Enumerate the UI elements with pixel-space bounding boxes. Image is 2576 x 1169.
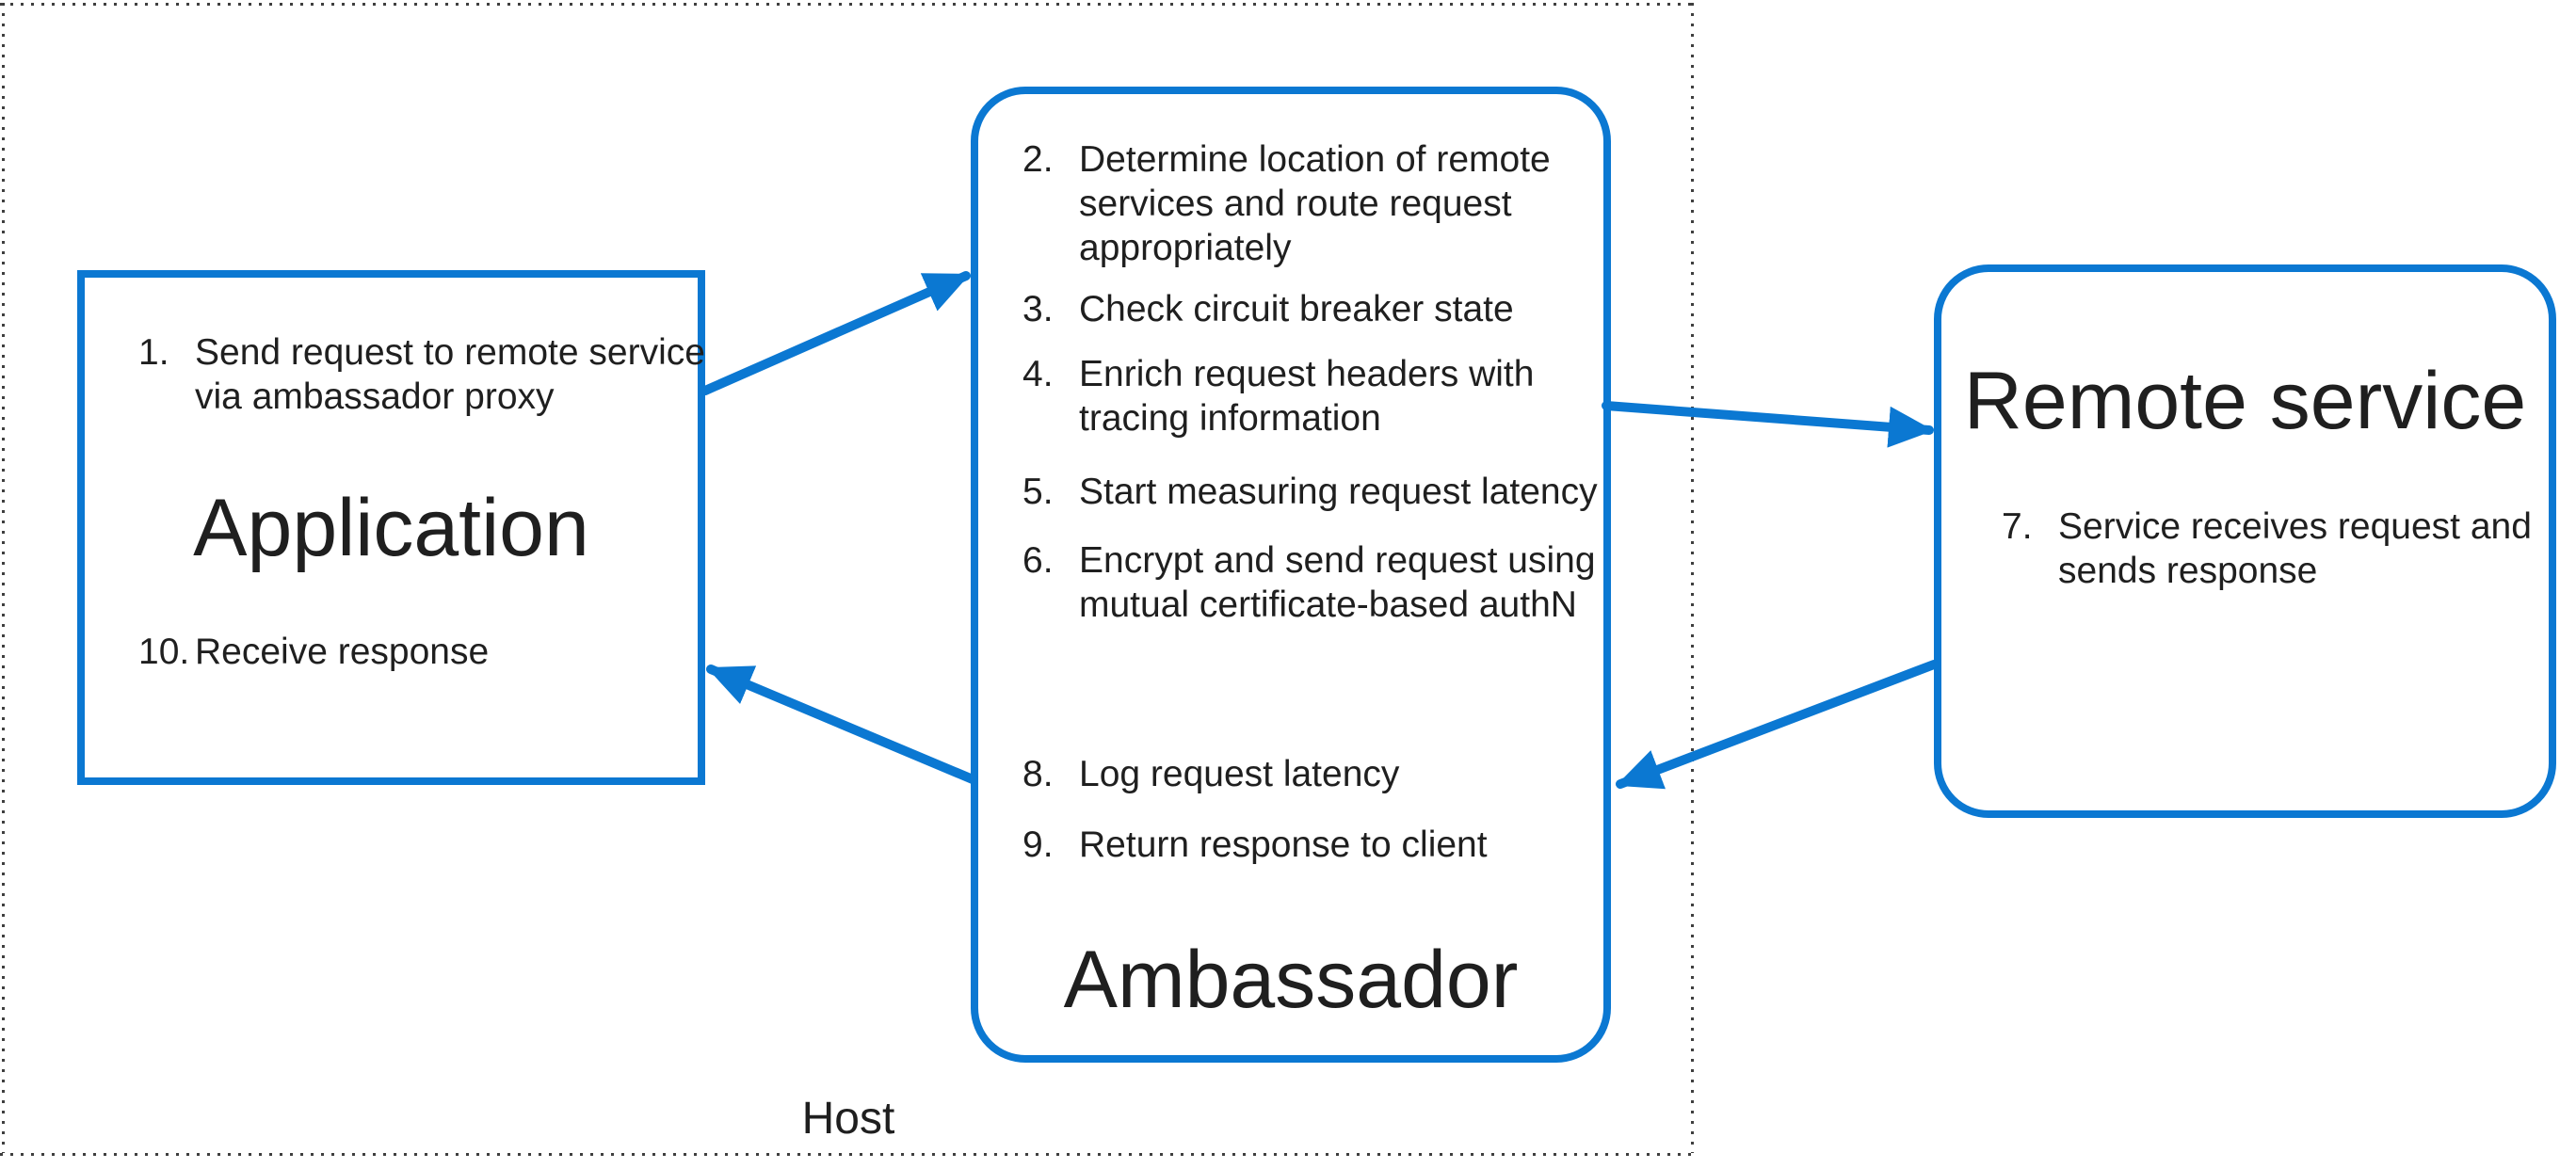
step-8-text: Log request latency <box>1079 754 1400 794</box>
step-8: 8. Log request latency <box>1022 752 1606 796</box>
host-border-right <box>1691 3 1694 1153</box>
step-1: 1. Send request to remote service via am… <box>138 330 708 419</box>
step-1-number: 1. <box>138 332 169 373</box>
step-2: 2. Determine location of remote services… <box>1022 137 1606 270</box>
arrow-application-to-ambassador <box>700 271 971 395</box>
step-4-number: 4. <box>1022 354 1054 394</box>
step-10-number: 10. <box>138 632 190 672</box>
step-6: 6. Encrypt and send request using mutual… <box>1022 538 1606 627</box>
arrow-ambassador-to-application <box>706 665 977 784</box>
host-border-bottom <box>0 1153 1694 1156</box>
host-border-left <box>2 3 5 1153</box>
step-2-number: 2. <box>1022 139 1054 180</box>
step-8-number: 8. <box>1022 754 1054 794</box>
step-9-number: 9. <box>1022 825 1054 865</box>
host-border-top <box>0 3 1694 6</box>
arrow-remote-service-to-ambassador <box>1616 660 1939 790</box>
application-box <box>77 270 705 785</box>
step-5-number: 5. <box>1022 472 1054 512</box>
step-6-number: 6. <box>1022 540 1054 581</box>
remote-service-box <box>1934 264 2556 818</box>
ambassador-box <box>971 87 1611 1063</box>
remote-service-title: Remote service <box>1963 356 2527 446</box>
step-10-text: Receive response <box>195 632 490 672</box>
arrow-ambassador-to-remote-service <box>1602 401 1934 448</box>
step-6-text: Encrypt and send request using mutual ce… <box>1079 540 1596 625</box>
step-3-text: Check circuit breaker state <box>1079 289 1514 329</box>
ambassador-title: Ambassador <box>1063 935 1519 1025</box>
step-2-text: Determine location of remote services an… <box>1079 139 1551 268</box>
step-7-number: 7. <box>2002 506 2033 547</box>
step-4: 4. Enrich request headers with tracing i… <box>1022 352 1606 440</box>
step-7-text: Service receives request and sends respo… <box>2058 506 2532 591</box>
step-3-number: 3. <box>1022 289 1054 329</box>
step-9-text: Return response to client <box>1079 825 1488 865</box>
step-5: 5. Start measuring request latency <box>1022 470 1606 514</box>
step-5-text: Start measuring request latency <box>1079 472 1598 512</box>
step-1-text: Send request to remote service via ambas… <box>195 332 705 417</box>
step-3: 3. Check circuit breaker state <box>1022 287 1606 331</box>
application-title: Application <box>193 483 589 573</box>
step-9: 9. Return response to client <box>1022 823 1606 867</box>
host-label: Host <box>801 1094 895 1144</box>
step-10: 10. Receive response <box>138 630 708 674</box>
step-4-text: Enrich request headers with tracing info… <box>1079 354 1535 439</box>
step-7: 7. Service receives request and sends re… <box>2002 504 2576 593</box>
